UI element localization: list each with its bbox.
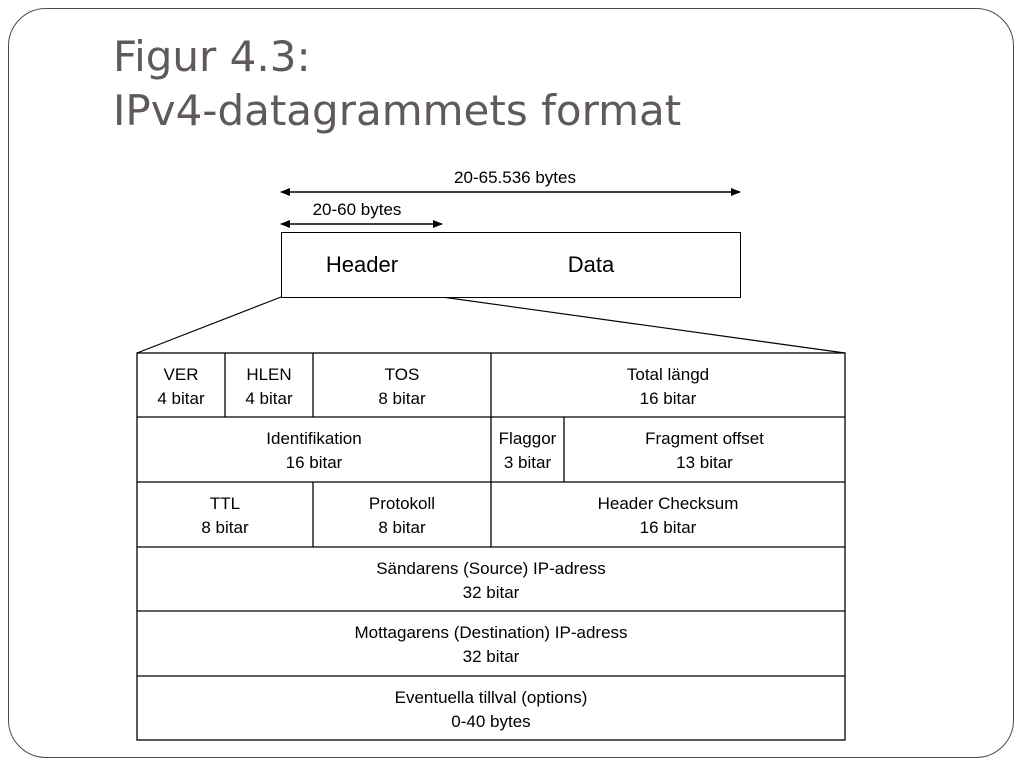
field-name: TOS [384, 365, 420, 384]
field-options: Eventuella tillval (options) 0-40 bytes [137, 676, 845, 740]
total-length-label: 20-65.536 bytes [454, 168, 576, 187]
field-size: 13 bitar [676, 453, 733, 472]
field-name: TTL [209, 494, 241, 513]
field-name: VER [163, 365, 199, 384]
field-size: 32 bitar [462, 647, 520, 666]
field-size: 4 bitar [157, 389, 205, 408]
field-size: 32 bitar [462, 583, 520, 602]
field-name: Flaggor [498, 429, 557, 448]
title-line-1: Figur 4.3: [113, 32, 311, 81]
field-name: Total längd [626, 365, 710, 384]
expand-line-left [136, 296, 282, 354]
field-fragment-offset: Fragment offset 13 bitar [564, 417, 845, 482]
slide-title: Figur 4.3: IPv4-datagrammets format [113, 30, 681, 138]
field-source-ip: Sändarens (Source) IP-adress 32 bitar [137, 547, 845, 611]
field-size: 0-40 bytes [451, 712, 531, 731]
field-hlen: HLEN 4 bitar [225, 353, 313, 417]
field-name: Fragment offset [645, 429, 764, 448]
field-name: Identifikation [266, 429, 362, 448]
field-size: 8 bitar [378, 518, 426, 537]
field-tos: TOS 8 bitar [313, 353, 491, 417]
field-destination-ip: Mottagarens (Destination) IP-adress 32 b… [137, 611, 845, 676]
field-name: Sändarens (Source) IP-adress [376, 559, 606, 578]
field-flags: Flaggor 3 bitar [491, 417, 564, 482]
field-size: 4 bitar [245, 389, 293, 408]
header-length-label: 20-60 bytes [312, 200, 402, 219]
field-size: 8 bitar [201, 518, 249, 537]
field-ttl: TTL 8 bitar [137, 482, 313, 547]
field-name: Protokoll [368, 494, 436, 513]
field-size: 16 bitar [639, 389, 697, 408]
expand-line-right [441, 296, 846, 354]
field-identification: Identifikation 16 bitar [137, 417, 491, 482]
title-line-2: IPv4-datagrammets format [113, 86, 682, 135]
field-size: 16 bitar [285, 453, 343, 472]
field-total-length: Total längd 16 bitar [491, 353, 845, 417]
field-size: 8 bitar [378, 389, 426, 408]
slide-frame [8, 8, 1014, 758]
header-table-grid [136, 352, 846, 741]
field-ver: VER 4 bitar [137, 353, 225, 417]
datagram-data-box: Data [442, 232, 741, 298]
field-size: 16 bitar [639, 518, 697, 537]
field-name: Header Checksum [597, 494, 739, 513]
field-header-checksum: Header Checksum 16 bitar [491, 482, 845, 547]
field-name: Eventuella tillval (options) [394, 688, 588, 707]
field-protocol: Protokoll 8 bitar [313, 482, 491, 547]
field-name: HLEN [246, 365, 292, 384]
field-size: 3 bitar [503, 453, 552, 472]
field-name: Mottagarens (Destination) IP-adress [354, 623, 628, 642]
datagram-header-box: Header [281, 232, 443, 298]
